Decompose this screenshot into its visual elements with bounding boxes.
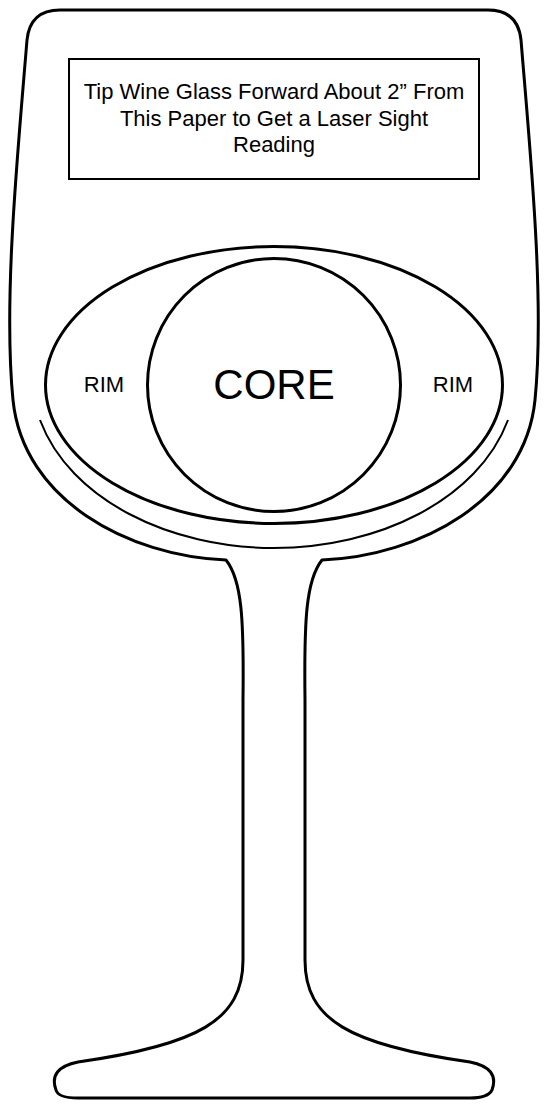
rim-ellipse-text: RIM [433, 372, 473, 398]
rect-outline [69, 59, 479, 179]
core-circle: CORE [146, 257, 402, 513]
instruction-box-text: Tip Wine Glass Forward About 2” From Thi… [82, 79, 466, 158]
circle-outline [148, 259, 401, 512]
rim-ellipse-text: RIM [84, 372, 124, 398]
rim-ellipse: RIM RIM CORE [44, 245, 504, 525]
ellipse-outline [46, 247, 503, 524]
bowl-inner-line [40, 420, 508, 548]
instruction-box: Tip Wine Glass Forward About 2” From Thi… [68, 58, 480, 180]
glass-shape [10, 10, 539, 1098]
core-circle-text: CORE [213, 360, 334, 410]
